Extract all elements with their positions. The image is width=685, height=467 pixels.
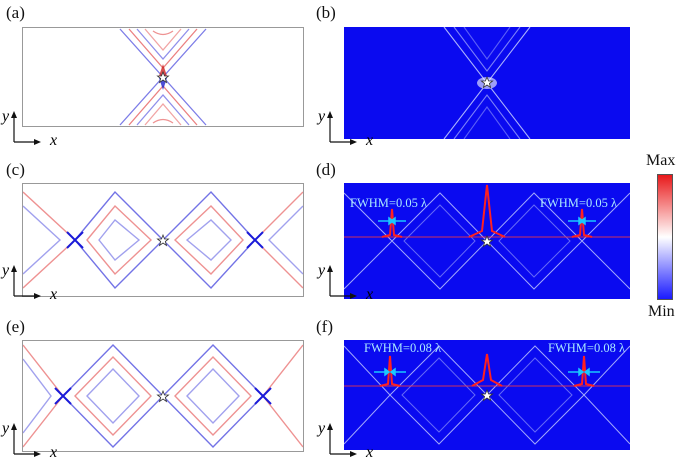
axis-label-x-d: x [366, 286, 374, 303]
field-map-a [22, 27, 304, 127]
axis-label-y-e: y [2, 420, 10, 437]
panel-label-e: (e) [6, 317, 25, 336]
axis-label-y-b: y [318, 108, 326, 125]
axis-indicator-e: y x [2, 420, 64, 462]
colorbar-max-label: Max [646, 152, 676, 169]
axis-indicator-c: y x [2, 262, 64, 304]
axis-indicator-a: y x [2, 108, 64, 150]
axis-label-x-c: x [50, 286, 58, 303]
panel-label-b: (b) [316, 3, 336, 22]
intensity-map-f: FWHM=0.08 λ FWHM=0.08 λ [344, 340, 630, 450]
axis-label-x-a: x [50, 132, 58, 149]
panel-label-a: (a) [6, 3, 25, 22]
fwhm-label-d-right: FWHM=0.05 λ [540, 196, 617, 210]
axis-label-x-b: x [366, 132, 374, 149]
intensity-map-b [344, 27, 630, 139]
panel-label-d: (d) [316, 160, 336, 179]
colorbar [657, 174, 673, 300]
colorbar-min-label: Min [648, 303, 675, 320]
axis-label-y-d: y [318, 262, 326, 279]
axis-label-y-f: y [318, 420, 326, 437]
axis-indicator-b: y x [318, 108, 380, 150]
axis-label-x-e: x [50, 444, 58, 461]
field-map-c [22, 183, 304, 297]
panel-label-c: (c) [6, 160, 25, 179]
intensity-map-d: FWHM=0.05 λ FWHM=0.05 λ [344, 183, 630, 299]
axis-indicator-f: y x [318, 420, 380, 462]
axis-label-y-a: y [2, 108, 10, 125]
field-map-e [22, 340, 304, 452]
fwhm-label-f-right: FWHM=0.08 λ [548, 341, 625, 355]
fwhm-label-d-left: FWHM=0.05 λ [350, 196, 427, 210]
axis-label-y-c: y [2, 262, 10, 279]
fwhm-label-f-left: FWHM=0.08 λ [364, 341, 441, 355]
axis-indicator-d: y x [318, 262, 380, 304]
axis-label-x-f: x [366, 444, 374, 461]
panel-label-f: (f) [316, 317, 333, 336]
